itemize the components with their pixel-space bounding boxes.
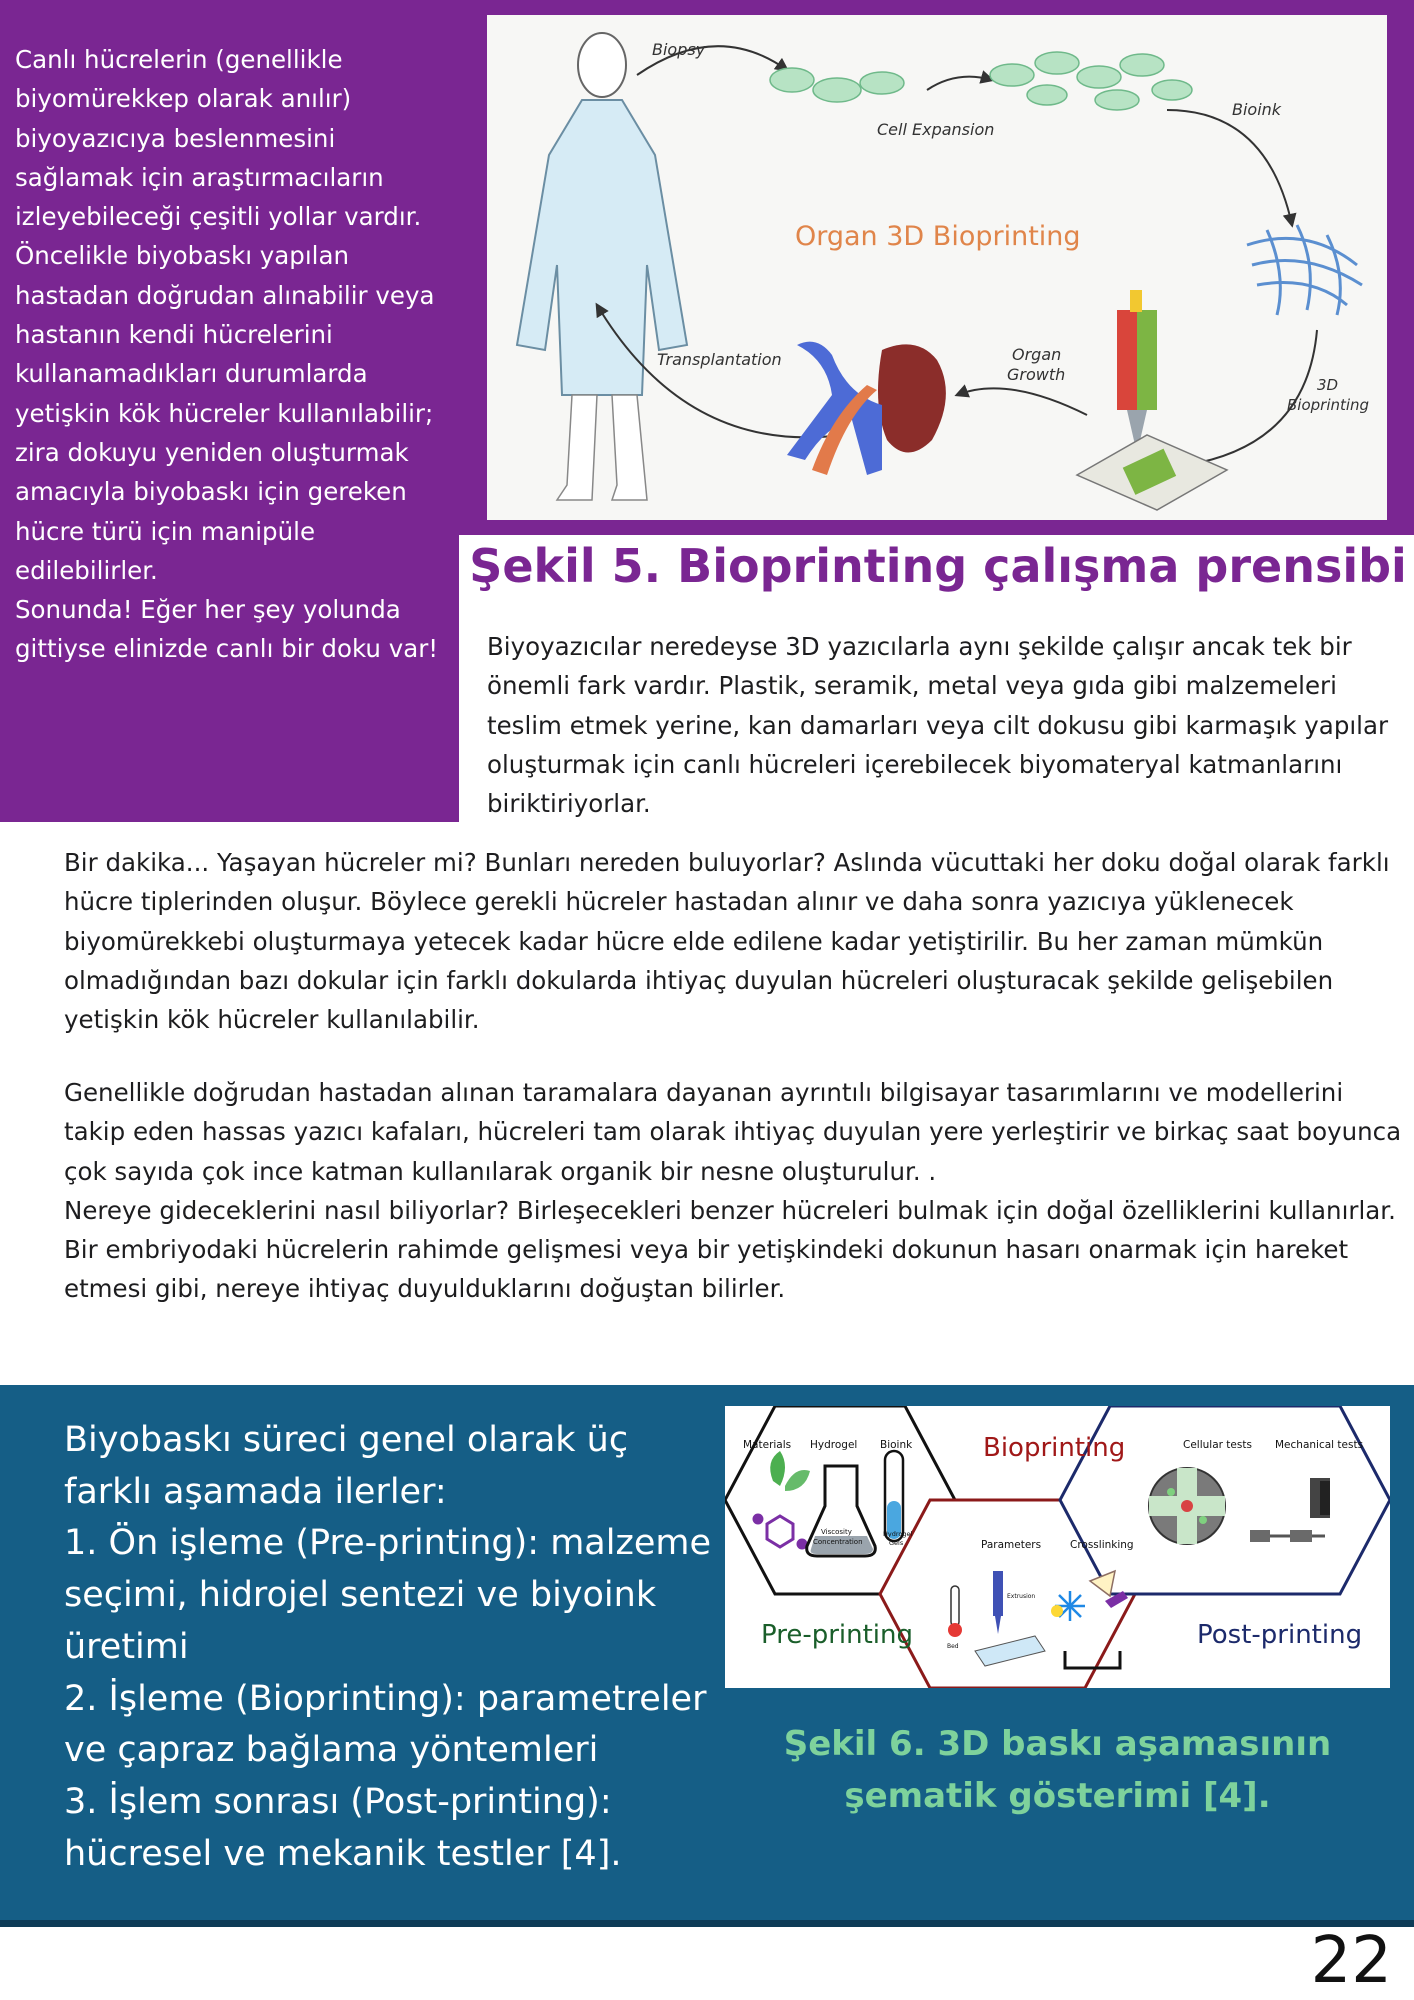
label-extrusion: Extrusion	[1007, 1593, 1035, 1600]
label-bioprinting: Bioprinting	[983, 1433, 1125, 1463]
bottom-divider	[0, 1920, 1414, 1927]
leaf-icon	[770, 1451, 810, 1491]
label-pre-printing: Pre-printing	[761, 1620, 913, 1650]
arrow-printing	[1184, 329, 1318, 471]
kidney-organ-icon	[787, 341, 946, 475]
intro-paragraph: Biyoyazıcılar neredeyse 3D yazıcılarla a…	[487, 632, 1389, 819]
label-viscosity: Viscosity	[821, 1528, 852, 1536]
label-bioink: Bioink	[880, 1439, 913, 1451]
body-paragraph-2b: Nereye gideceklerini nasıl biliyorlar? B…	[64, 1195, 1396, 1304]
label-gels: Gels	[889, 1539, 904, 1547]
page-number: 22	[1310, 1924, 1392, 1998]
flask-icon	[805, 1464, 877, 1558]
light-icon	[1051, 1569, 1128, 1617]
label-concentration: Concentration	[813, 1538, 863, 1546]
figure5-caption: Şekil 5. Bioprinting çalışma prensibi	[469, 539, 1407, 593]
mechanical-test-icon	[1250, 1478, 1330, 1542]
label-parameters: Parameters	[981, 1539, 1041, 1551]
cell-test-icon	[1148, 1467, 1226, 1545]
syringe-icon	[974, 1571, 1046, 1667]
label-materials: Materials	[743, 1439, 791, 1451]
label-crosslinking: Crosslinking	[1070, 1539, 1134, 1551]
cells-icon	[769, 51, 1193, 111]
figure5-title: Organ 3D Bioprinting	[795, 221, 1081, 252]
label-transplantation: Transplantation	[657, 350, 782, 369]
sidebar-text: Canlı hücrelerin (genellikle biyomürekke…	[15, 40, 445, 669]
stages-list: Biyobaskı süreci genel olarak üç farklı …	[64, 1415, 724, 1880]
patient-figure-icon	[515, 32, 689, 501]
label-organ-growth-2: Growth	[1007, 365, 1065, 384]
stage-item: 2. İşleme (Bioprinting): parametreler ve…	[64, 1678, 707, 1771]
label-biopsy: Biopsy	[652, 40, 706, 59]
label-mechanical-tests: Mechanical tests	[1275, 1439, 1363, 1451]
arrow-growth	[954, 384, 1088, 416]
label-bioink: Bioink	[1232, 100, 1282, 119]
body-paragraph-2a: Genellikle doğrudan hastadan alınan tara…	[64, 1078, 1402, 1186]
label-hydrogel: Hydrogel	[810, 1439, 857, 1451]
stage-item: 1. Ön işleme (Pre-printing): malzeme seç…	[64, 1523, 712, 1667]
bioprinter-icon	[1075, 290, 1229, 511]
stages-intro: Biyobaskı süreci genel olarak üç farklı …	[64, 1420, 629, 1512]
label-organ-growth-1: Organ	[1012, 345, 1061, 364]
label-hydrogel-tube: Hydrogel	[883, 1530, 912, 1538]
figure6-caption: Şekil 6. 3D baskı aşamasının şematik gös…	[783, 1724, 1332, 1816]
body-paragraph-2: Genellikle doğrudan hastadan alınan tara…	[64, 1073, 1409, 1309]
bioink-mesh-icon	[1246, 224, 1363, 316]
label-post-printing: Post-printing	[1197, 1620, 1362, 1650]
label-cellular-tests: Cellular tests	[1183, 1439, 1252, 1451]
arrow-biopsy	[636, 45, 790, 76]
figure-bioprinting-stages: Materials Hydrogel Bioink Viscosity Conc…	[725, 1406, 1390, 1688]
test-tube-icon	[883, 1449, 905, 1543]
sidebar-paragraph: Sonunda! Eğer her şey yolunda gittiyse e…	[15, 595, 439, 664]
figure5-illustration: Biopsy Cell Expansion Bioink Organ 3D Bi…	[515, 32, 1369, 511]
dish-icon	[1063, 1651, 1122, 1670]
label-bed: Bed	[947, 1643, 959, 1650]
figure-organ-bioprinting: Biopsy Cell Expansion Bioink Organ 3D Bi…	[487, 15, 1387, 520]
label-3d: 3D	[1317, 376, 1338, 394]
stage-item: 3. İşlem sonrası (Post-printing): hücres…	[64, 1781, 622, 1874]
snowflake-icon	[1055, 1591, 1085, 1621]
label-cell-expansion: Cell Expansion	[877, 120, 994, 139]
arrow-bioink	[1166, 109, 1297, 228]
sidebar-paragraph: Canlı hücrelerin (genellikle biyomürekke…	[15, 45, 435, 585]
purple-side-panel	[0, 0, 459, 822]
label-bioprinting: Bioprinting	[1287, 396, 1369, 414]
molecule-icon	[752, 1513, 808, 1550]
figure6-illustration: Materials Hydrogel Bioink Viscosity Conc…	[725, 1406, 1390, 1688]
thermometer-icon	[948, 1585, 962, 1637]
body-paragraph-1: Bir dakika... Yaşayan hücreler mi? Bunla…	[64, 848, 1390, 1035]
arrow-expansion	[926, 70, 995, 91]
